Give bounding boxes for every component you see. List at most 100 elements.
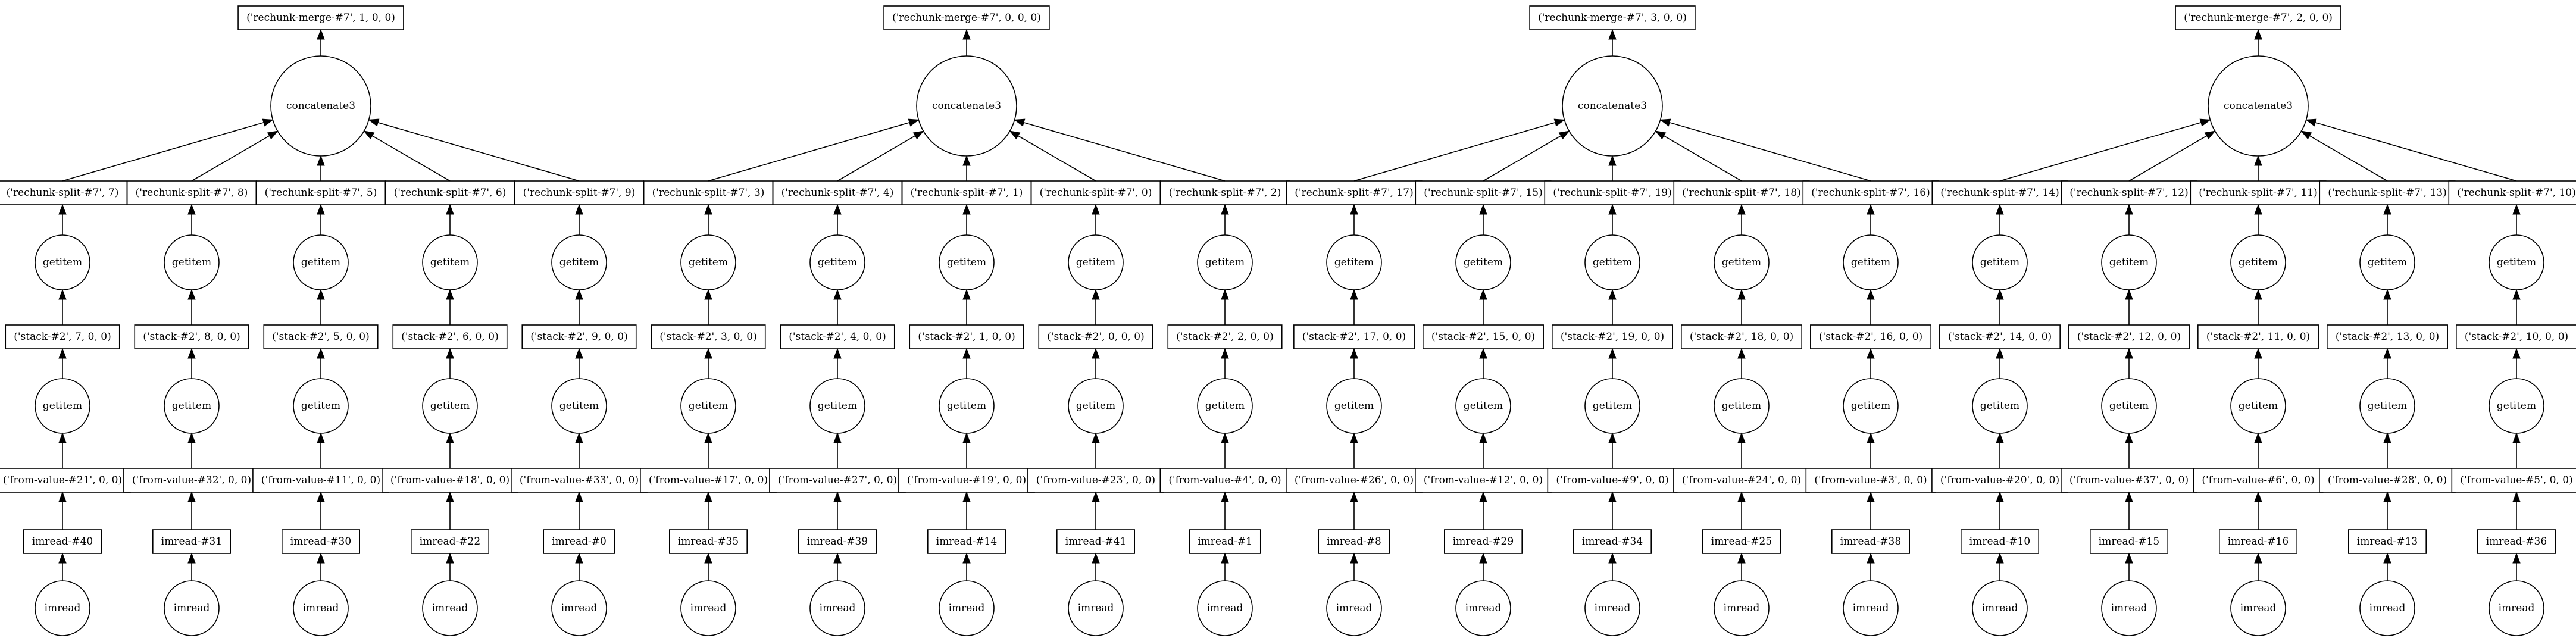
edge-from-value-to-getitem-arrowhead [962,432,971,443]
stack-node-label: ('stack-#2', 12, 0, 0) [2077,331,2181,343]
stack-node-box [1423,324,1544,349]
edge-split-to-concatenate [2305,118,2517,182]
edge-from-value-to-getitem-arrowhead [2383,432,2391,443]
edge-imread-to-task [1867,552,1875,581]
edge-getitem-to-stack [1737,348,1746,379]
edge-from-value-to-getitem [1092,432,1100,468]
imread-node-label: imread [561,602,598,614]
from-value-node-label: ('from-value-#32', 0, 0) [132,474,251,486]
edge-from-value-to-getitem [1996,432,2004,468]
imread-task-node-box [152,529,231,554]
edge-stack-to-getitem-arrowhead [1608,289,1617,300]
edge-stack-to-getitem-arrowhead [446,289,454,300]
edge-split-to-concatenate-arrowhead [1608,155,1617,166]
edge-getitem-to-stack [2254,348,2262,379]
imread-node-label: imread [174,602,210,614]
edge-imread-to-task [446,552,454,581]
stack-node-label: ('stack-#2', 19, 0, 0) [1561,331,1664,343]
edge-imread-to-task [1996,552,2004,581]
edge-stack-to-getitem [2254,289,2262,325]
getitem-node-label: getitem [301,400,340,412]
edge-imread-to-task [1608,552,1617,581]
edge-concat-to-merge [2254,29,2262,56]
edge-getitem-to-split [833,204,842,235]
edge-split-to-concatenate-line [708,122,910,182]
rechunk-split-node-label: ('rechunk-split-#7', 14) [1940,187,2059,199]
imread-task-node-label: imread-#8 [1327,536,1381,548]
from-value-node-box [2061,468,2197,493]
edge-split-to-concatenate-arrowhead [1558,130,1570,140]
edge-split-to-concatenate-line [1023,122,1226,182]
getitem-node: getitem [1197,378,1253,434]
concatenate-node-label: concatenate3 [2224,100,2293,112]
imread-node-label: imread [820,602,856,614]
merge-node-box [2175,5,2341,30]
edge-task-to-from-value [2125,491,2133,530]
edge-getitem-to-stack-arrowhead [1996,348,2004,359]
edge-from-value-to-getitem [1737,432,1746,468]
getitem-node-label: getitem [1076,400,1115,412]
edge-task-to-from-value-arrowhead [833,491,842,502]
edge-split-to-concatenate-arrowhead [368,118,380,127]
imread-node-label: imread [1595,602,1631,614]
stack-node: ('stack-#2', 15, 0, 0) [1423,324,1544,349]
getitem-node: getitem [1068,378,1124,434]
from-value-node: ('from-value-#23', 0, 0) [1027,468,1164,493]
rechunk-split-node: ('rechunk-split-#7', 19) [1544,180,1681,205]
imread-node: imread [1714,580,1770,636]
edge-stack-to-getitem [1350,289,1358,325]
edge-task-to-from-value-arrowhead [317,491,325,502]
getitem-node: getitem [1326,234,1382,290]
imread-node-label: imread [2499,602,2535,614]
edge-split-to-concatenate [2300,130,2388,182]
edge-task-to-from-value [1479,491,1487,530]
getitem-node: getitem [2230,378,2286,434]
edge-split-to-concatenate-arrowhead [2204,130,2216,140]
edge-getitem-to-split-arrowhead [2512,204,2521,215]
edge-getitem-to-split-arrowhead [1479,204,1487,215]
getitem-node-label: getitem [818,257,857,268]
edge-stack-to-getitem-arrowhead [2125,289,2133,300]
edge-task-to-from-value-arrowhead [1737,491,1746,502]
from-value-node: ('from-value-#12', 0, 0) [1415,468,1552,493]
stack-node: ('stack-#2', 1, 0, 0) [909,324,1024,349]
edge-from-value-to-getitem-arrowhead [1479,432,1487,443]
rechunk-split-node-label: ('rechunk-split-#7', 19) [1553,187,1671,199]
edge-getitem-to-stack-arrowhead [833,348,842,359]
getitem-node: getitem [680,378,736,434]
edge-stack-to-getitem-arrowhead [317,289,325,300]
from-value-node: ('from-value-#11', 0, 0) [252,468,389,493]
edge-getitem-to-split [575,204,583,235]
imread-task-node: imread-#41 [1056,529,1135,554]
edge-split-to-concatenate-arrowhead [317,155,325,166]
edge-stack-to-getitem [2125,289,2133,325]
edge-getitem-to-split-arrowhead [1221,204,1229,215]
edge-getitem-to-stack [833,348,842,379]
getitem-node: getitem [2489,234,2544,290]
getitem-node: getitem [1714,378,1770,434]
edge-imread-to-task [58,552,67,581]
edge-imread-to-task [704,552,712,581]
edge-stack-to-getitem-arrowhead [1996,289,2004,300]
from-value-node-label: ('from-value-#28', 0, 0) [2328,474,2447,486]
rechunk-split-node-label: ('rechunk-split-#7', 18) [1682,187,1800,199]
getitem-node: getitem [1843,234,1899,290]
edge-split-to-concatenate-arrowhead [1014,118,1026,127]
edge-from-value-to-getitem [187,432,196,468]
rechunk-split-node-label: ('rechunk-split-#7', 17) [1295,187,1413,199]
imread-task-node-box [2348,529,2427,554]
rechunk-split-node: ('rechunk-split-#7', 5) [255,180,386,205]
imread-node-label: imread [949,602,985,614]
rechunk-split-node: ('rechunk-split-#7', 7) [0,180,128,205]
edge-getitem-to-stack-arrowhead [1092,348,1100,359]
stack-node-label: ('stack-#2', 5, 0, 0) [272,331,370,343]
rechunk-split-node-label: ('rechunk-split-#7', 5) [265,187,377,199]
edge-from-value-to-getitem-arrowhead [704,432,712,443]
imread-task-node: imread-#0 [543,529,615,554]
edge-from-value-to-getitem [1221,432,1229,468]
stack-node: ('stack-#2', 4, 0, 0) [780,324,895,349]
imread-task-node-box [1961,529,2039,554]
getitem-node: getitem [2230,234,2286,290]
edge-task-to-from-value [2254,491,2262,530]
stack-node-box [780,324,895,349]
